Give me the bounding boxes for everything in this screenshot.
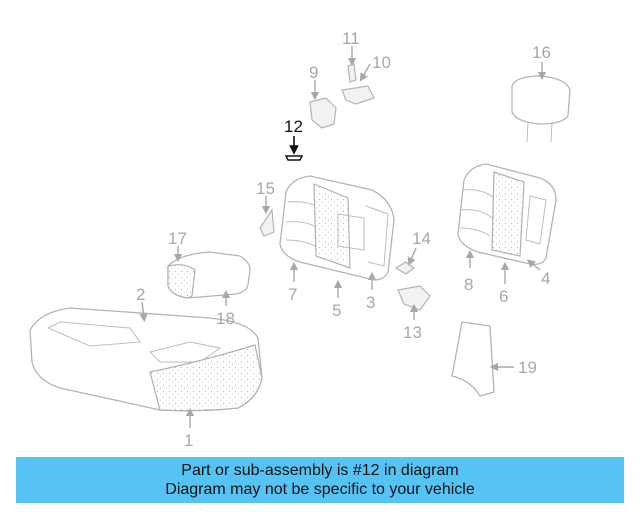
banner-line-part-note: Part or sub-assembly is #12 in diagram bbox=[181, 462, 459, 479]
callout-6: 6 bbox=[499, 287, 508, 306]
callout-17: 17 bbox=[168, 229, 187, 248]
bracket-part bbox=[259, 208, 275, 237]
armrest bbox=[167, 251, 251, 299]
highlighted-part-12 bbox=[284, 155, 304, 161]
headrest bbox=[511, 75, 571, 143]
parts-diagram: 1 2 3 4 5 6 7 8 9 10 11 12 13 14 15 16 1… bbox=[29, 29, 571, 450]
clip-and-hinge bbox=[394, 261, 431, 311]
callout-18: 18 bbox=[216, 309, 235, 328]
info-banner: Part or sub-assembly is #12 in diagram D… bbox=[16, 457, 624, 503]
callout-1: 1 bbox=[184, 431, 193, 450]
callout-8: 8 bbox=[464, 275, 473, 294]
callout-2: 2 bbox=[136, 285, 145, 304]
left-seat-back bbox=[279, 175, 395, 281]
callout-12: 12 bbox=[284, 117, 303, 136]
callout-11: 11 bbox=[342, 29, 360, 48]
trim-panel bbox=[451, 321, 495, 397]
banner-line-disclaimer: Diagram may not be specific to your vehi… bbox=[165, 481, 475, 498]
callout-7: 7 bbox=[288, 285, 297, 304]
callout-10: 10 bbox=[372, 53, 391, 72]
callout-labels: 1 2 3 4 5 6 7 8 9 10 11 12 13 14 15 16 1… bbox=[136, 29, 551, 450]
latch-parts bbox=[309, 63, 375, 129]
callout-4: 4 bbox=[541, 269, 550, 288]
seat-cushion bbox=[29, 307, 263, 412]
callout-5: 5 bbox=[332, 301, 341, 320]
right-seat-back bbox=[457, 163, 557, 266]
callout-15: 15 bbox=[256, 179, 275, 198]
callout-16: 16 bbox=[532, 43, 551, 62]
callout-19: 19 bbox=[518, 358, 537, 377]
leader-lines bbox=[139, 46, 547, 428]
callout-13: 13 bbox=[403, 323, 422, 342]
callout-9: 9 bbox=[309, 63, 318, 82]
callout-3: 3 bbox=[366, 293, 375, 312]
callout-14: 14 bbox=[412, 229, 431, 248]
